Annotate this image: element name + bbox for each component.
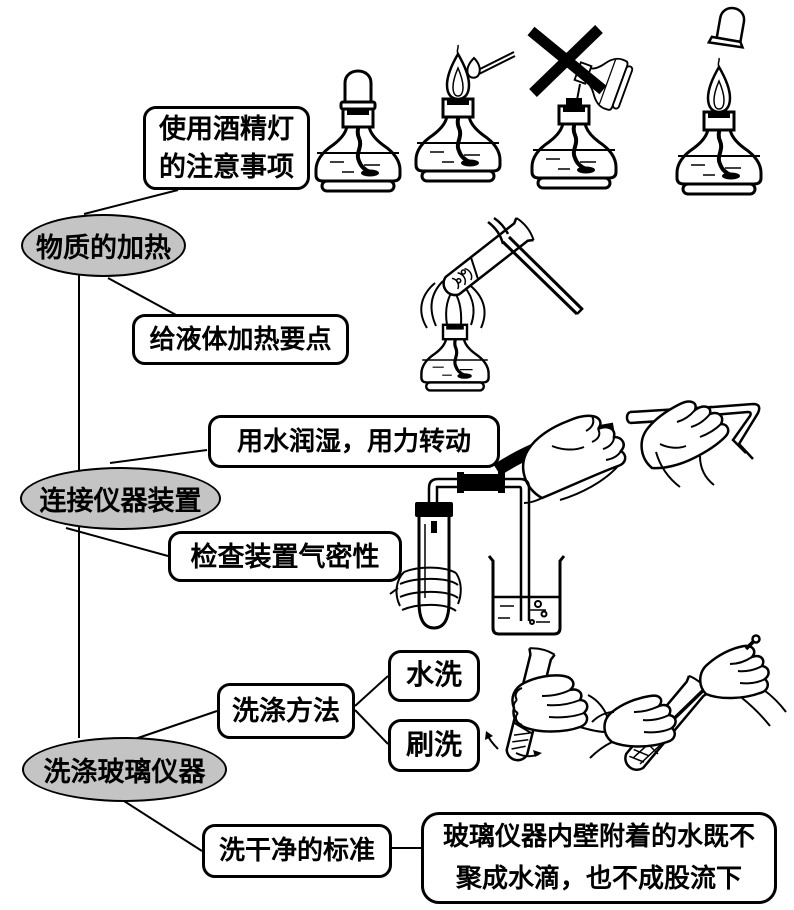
box-alcohol-lamp-precautions-line2: 的注意事项 [159, 152, 294, 182]
node-connect-apparatus: 连接仪器装置 [20, 467, 221, 530]
box-water-wash: 水洗 [388, 650, 480, 702]
box-wet-and-rotate: 用水润湿，用力转动 [208, 415, 500, 468]
alcohol-lamp-with-cap-illustration [314, 69, 402, 193]
lighting-lamp-with-match-illustration [414, 43, 516, 183]
box-alcohol-lamp-precautions-line1: 使用酒精灯 [159, 114, 294, 144]
box-brush-wash: 刷洗 [388, 719, 480, 772]
shake-arrows-icon [485, 731, 542, 758]
shake-wash-illustration [485, 647, 609, 762]
node-substance-heating: 物质的加热 [21, 214, 186, 277]
clean-standard-line1: 玻璃仪器内壁附着的水既不 [442, 822, 755, 851]
connector-lines [65, 189, 421, 852]
heating-test-tube-illustration [419, 216, 584, 392]
connecting-tubes-illustration [493, 400, 761, 504]
box-alcohol-lamp-precautions: 使用酒精灯 的注意事项 [143, 106, 310, 190]
box-washing-method: 洗涤方法 [217, 683, 355, 739]
brush-wash-illustration [589, 634, 787, 771]
box-heat-liquid-points: 给液体加热要点 [132, 314, 349, 365]
box-check-airtightness: 检查装置气密性 [168, 531, 402, 582]
node-wash-glassware: 洗涤玻璃仪器 [22, 737, 227, 802]
airtightness-apparatus-illustration [389, 472, 566, 636]
box-clean-standard: 洗干净的标准 [202, 824, 392, 878]
cross-out-x-icon [527, 25, 607, 97]
clean-standard-line2: 聚成水滴，也不成股流下 [455, 864, 742, 893]
box-clean-standard-description: 玻璃仪器内壁附着的水既不 聚成水滴，也不成股流下 [421, 812, 777, 904]
burning-lamp-with-cap-aside-illustration [675, 6, 763, 196]
forbidden-pouring-alcohol-illustration [527, 25, 636, 190]
